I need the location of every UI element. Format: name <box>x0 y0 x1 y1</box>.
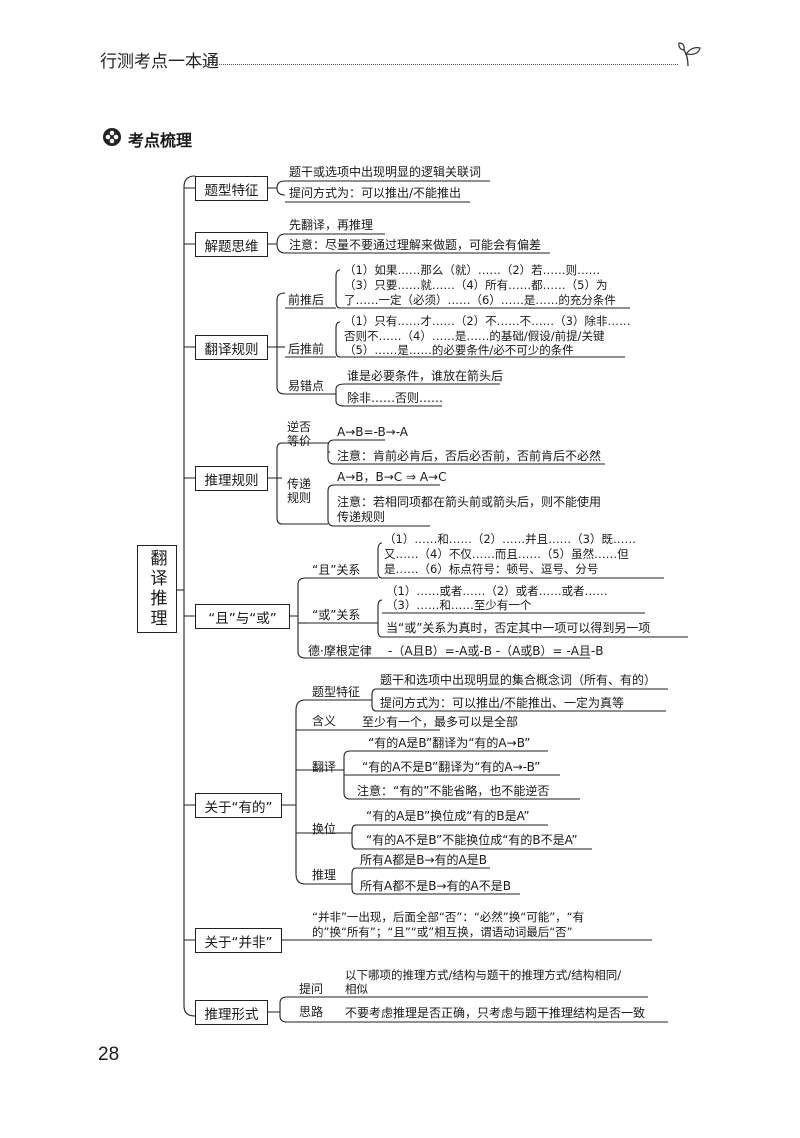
tw-label: 提问 <box>299 982 324 996</box>
yd-tx-item-2: 提问方式为：可以推出/不能推出、一定为真等 <box>380 696 625 710</box>
sl-label: 思路 <box>299 1005 324 1019</box>
cd-formula: A→B，B→C ⇒ A→C <box>337 470 447 484</box>
nfdj-label-2: 等价 <box>287 434 312 448</box>
yd-fy-item-3: 注意：“有的”不能省略，也不能逆否 <box>357 784 550 798</box>
qie-line-3: 是……（6）标点符号：顿号、逗号、分号 <box>384 562 599 576</box>
yd-hw-label: 换位 <box>312 822 337 836</box>
qtj-label: 前推后 <box>288 293 325 307</box>
page-number: 28 <box>98 1044 120 1065</box>
root-node: 翻译推理 <box>137 545 177 633</box>
nfdj-label-1: 逆否 <box>287 420 312 434</box>
dmg-formula: -（A且B）=-A或-B -（A或B）= -A且-B <box>388 644 604 658</box>
yd-fy-item-1: “有的A是B”翻译为“有的A→B” <box>368 736 531 750</box>
htq-line-1: （1）只有……才……（2）不……不……（3）除非…… <box>344 314 631 328</box>
yd-tx-label: 题型特征 <box>312 685 361 699</box>
header-title: 行测考点一本通 <box>100 52 219 72</box>
node-about-not: 关于“并非” <box>195 928 282 953</box>
header-divider <box>200 64 678 65</box>
bf-line-1: “并非”一出现，后面全部“否”：“必然”换“可能”，“有 <box>312 910 585 924</box>
ycd-item-1: 谁是必要条件，谁放在箭头后 <box>347 369 504 383</box>
yd-fy-item-2: “有的A不是B”翻译为“有的A→-B” <box>362 760 541 774</box>
yd-fy-label: 翻译 <box>312 760 337 774</box>
ycd-item-2: 除非……否则…… <box>347 391 444 405</box>
qtj-line-3: 了……一定（必须）……（6）……是……的充分条件 <box>344 293 616 307</box>
yd-tl-item-2: 所有A都不是B→有的A不是B <box>360 879 511 893</box>
dmg-label: 德·摩根定律 <box>308 644 372 658</box>
node-reasoning-rules: 推理规则 <box>195 466 268 491</box>
jtsw-item-1: 先翻译，再推理 <box>289 218 374 232</box>
tw-line-2: 相似 <box>345 982 368 996</box>
node-about-some: 关于“有的” <box>195 793 282 818</box>
qie-line-1: （1）……和……（2）……并且……（3）既…… <box>384 532 636 546</box>
section-title: 考点梳理 <box>128 131 193 150</box>
huo-line-2: （3）……和……至少有一个 <box>386 598 532 612</box>
htq-line-2: 否则不……（4）……是……的基础/假设/前提/关键 <box>344 329 605 343</box>
htq-line-3: （5）……是……的必要条件/必不可少的条件 <box>344 343 574 357</box>
qie-line-2: 又……（4）不仅……而且……（5）虽然……但 <box>384 547 629 561</box>
cd-note-2: 传递规则 <box>337 510 386 524</box>
root-label: 翻译推理 <box>146 549 167 629</box>
yd-tx-item-1: 题干和选项中出现明显的集合概念词（所有、有的） <box>380 673 657 687</box>
nfdj-note: 注意：肯前必肯后，否后必否前，否前肯后不必然 <box>337 449 602 463</box>
yd-hw-item-1: “有的A是B”换位成“有的B是A” <box>366 809 530 823</box>
cd-label-2: 规则 <box>287 491 312 505</box>
cd-label-1: 传递 <box>287 477 312 491</box>
qtj-line-2: （3）只要……就……（4）所有……都……（5）为 <box>344 278 608 292</box>
jtsw-item-2: 注意：尽量不要通过理解来做题，可能会有偏差 <box>289 238 542 252</box>
node-solving-thinking: 解题思维 <box>195 232 268 257</box>
tw-line-1: 以下哪项的推理方式/结构与题干的推理方式/结构相同/ <box>345 968 622 982</box>
htq-label: 后推前 <box>288 342 325 356</box>
yd-tl-label: 推理 <box>312 868 337 882</box>
yd-hy-text: 至少有一个，最多可以是全部 <box>362 715 519 729</box>
qie-label: “且”关系 <box>312 563 361 577</box>
nfdj-formula: A→B=-B→-A <box>337 425 409 439</box>
yd-tl-item-1: 所有A都是B→有的A是B <box>360 853 487 867</box>
tzt-item-2: 提问方式为：可以推出/不能推出 <box>289 186 462 200</box>
flower-bullet-icon <box>103 128 121 146</box>
bf-line-2: 的”换“所有”；“且”“或”相互换，谓语动词最后“否” <box>312 925 573 939</box>
node-question-type-features: 题型特征 <box>195 176 268 201</box>
ycd-label: 易错点 <box>288 379 325 393</box>
huo-label: “或”关系 <box>312 608 361 622</box>
huo-line-1: （1）……或者……（2）或者……或者…… <box>386 584 608 598</box>
qtj-line-1: （1）如果……那么（就）……（2）若……则…… <box>344 263 601 277</box>
yd-hy-label: 含义 <box>312 714 337 728</box>
node-and-or: “且”与“或” <box>195 604 290 629</box>
huo-note: 当“或”关系为真时，否定其中一项可以得到另一项 <box>386 621 651 635</box>
cd-note-1: 注意：若相同项都在箭头前或箭头后，则不能使用 <box>337 495 602 509</box>
node-reasoning-form: 推理形式 <box>195 1000 268 1025</box>
node-translation-rules: 翻译规则 <box>195 335 268 360</box>
tzt-item-1: 题干或选项中出现明显的逻辑关联词 <box>289 165 482 179</box>
sl-text: 不要考虑推理是否正确，只考虑与题干推理结构是否一致 <box>345 1006 646 1020</box>
sprout-icon <box>678 42 701 67</box>
yd-hw-item-2: “有的A不是B”不能换位成“有的B不是A” <box>366 833 578 847</box>
